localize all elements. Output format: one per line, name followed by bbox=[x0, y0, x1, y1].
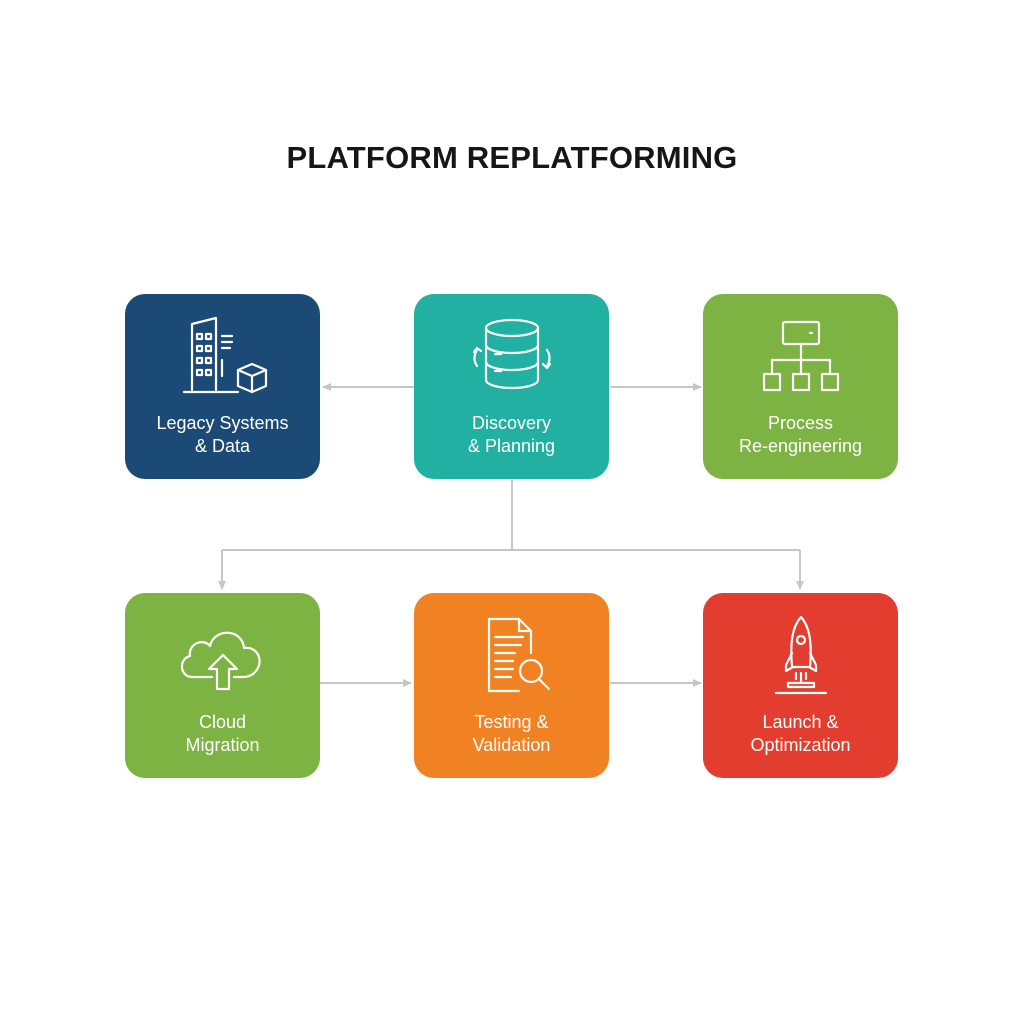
node-cloud-line2: Migration bbox=[185, 735, 260, 755]
node-legacy-line1: Legacy Systems bbox=[156, 413, 289, 433]
node-testing-label: Testing & Validation bbox=[414, 711, 609, 757]
node-discovery-line1: Discovery bbox=[471, 413, 551, 433]
node-process-label: Process Re-engineering bbox=[703, 412, 898, 458]
node-process-line2: Re-engineering bbox=[738, 436, 863, 456]
node-process-reengineering: Process Re-engineering bbox=[703, 294, 898, 479]
node-launch-line2: Optimization bbox=[750, 735, 851, 755]
node-launch-optimization: Launch & Optimization bbox=[703, 593, 898, 778]
diagram-title: PLATFORM REPLATFORMING bbox=[286, 140, 738, 175]
document-search-icon bbox=[414, 613, 609, 699]
node-legacy-label: Legacy Systems & Data bbox=[125, 412, 320, 458]
rocket-icon bbox=[703, 613, 898, 699]
node-testing-line2: Validation bbox=[472, 735, 551, 755]
node-cloud-migration: Cloud Migration bbox=[125, 593, 320, 778]
building-cube-icon bbox=[125, 314, 320, 400]
node-cloud-label: Cloud Migration bbox=[125, 711, 320, 757]
node-legacy-systems: Legacy Systems & Data bbox=[125, 294, 320, 479]
node-discovery-planning: Discovery & Planning bbox=[414, 294, 609, 479]
node-cloud-line1: Cloud bbox=[198, 712, 247, 732]
node-discovery-line2: & Planning bbox=[467, 436, 556, 456]
node-testing-validation: Testing & Validation bbox=[414, 593, 609, 778]
node-launch-line1: Launch & bbox=[762, 712, 839, 732]
node-process-line1: Process bbox=[767, 413, 834, 433]
cloud-upload-icon bbox=[125, 613, 320, 699]
node-testing-line1: Testing & bbox=[474, 712, 549, 732]
node-discovery-label: Discovery & Planning bbox=[414, 412, 609, 458]
database-sync-icon bbox=[414, 314, 609, 400]
node-launch-label: Launch & Optimization bbox=[703, 711, 898, 757]
hierarchy-icon bbox=[703, 314, 898, 400]
node-legacy-line2: & Data bbox=[194, 436, 251, 456]
